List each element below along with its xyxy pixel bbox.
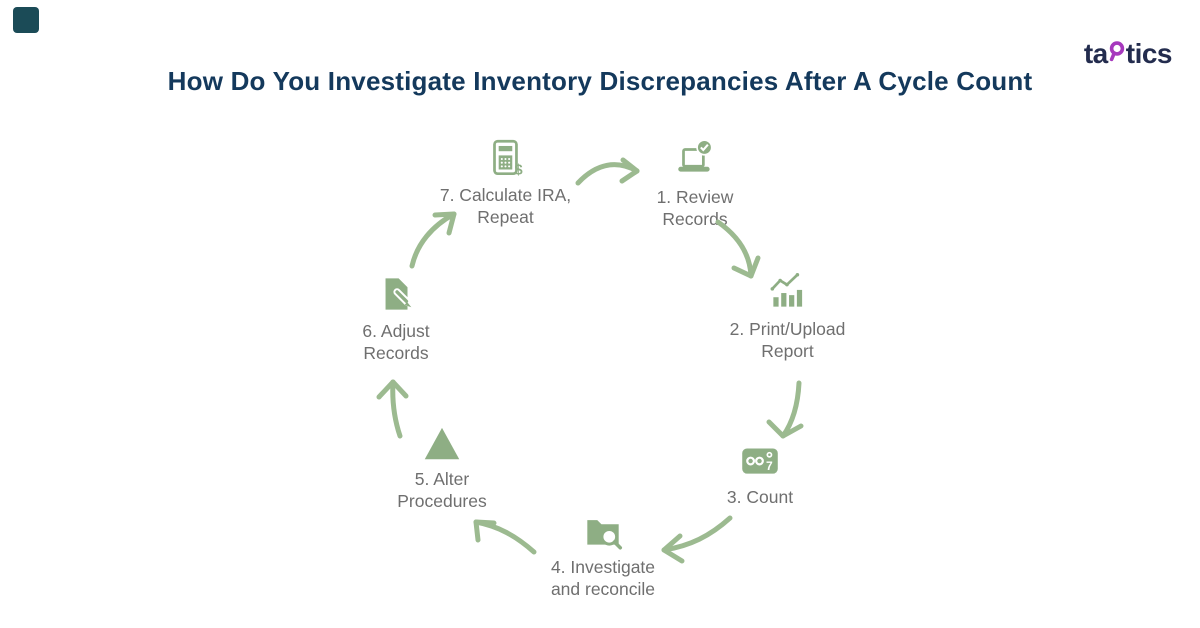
arrow-2-to-3: [766, 380, 804, 439]
logo-text-right: tics: [1125, 38, 1173, 69]
tally-counter-icon: 7: [737, 437, 783, 483]
arrow-3-to-4: [661, 515, 733, 564]
step-1-review-records: 1. Review Records: [620, 137, 770, 230]
dollar-sign: $: [514, 163, 522, 179]
arrow-7-to-1: [575, 157, 640, 186]
step-label: 1. Review Records: [656, 187, 734, 229]
step-label: 4. Investigate and reconcile: [550, 557, 656, 599]
magnifier-q-icon: [1109, 38, 1125, 70]
folder-search-icon: [580, 507, 626, 553]
document-edit-icon: [373, 271, 419, 317]
delta-triangle-icon: [419, 419, 465, 465]
arrow-4-to-5: [473, 519, 537, 555]
step-7-calculate-ira-repeat: $ 7. Calculate IRA, Repeat: [418, 135, 593, 228]
page-title: How Do You Investigate Inventory Discrep…: [167, 66, 1033, 96]
step-2-print-upload-report: 2. Print/Upload Report: [705, 269, 870, 362]
step-4-investigate-reconcile: 4. Investigate and reconcile: [518, 507, 688, 600]
step-label: 2. Print/Upload Report: [729, 319, 846, 361]
step-5-alter-procedures: 5. Alter Procedures: [367, 419, 517, 512]
step-3-count: 7 3. Count: [685, 437, 835, 508]
taqtics-logo: ta tics: [1083, 38, 1173, 70]
corner-mark: [13, 7, 39, 33]
chart-report-icon: [765, 269, 811, 315]
arrow-5-to-6: [376, 379, 409, 439]
counter-digit: 7: [766, 459, 773, 473]
arrow-6-to-7: [409, 211, 457, 269]
step-label: 6. Adjust Records: [362, 321, 430, 363]
step-6-adjust-records: 6. Adjust Records: [321, 271, 471, 364]
step-label: 5. Alter Procedures: [397, 469, 487, 511]
calculator-icon: $: [483, 135, 529, 181]
step-label: 7. Calculate IRA, Repeat: [439, 185, 572, 227]
step-label: 3. Count: [726, 487, 794, 507]
logo-text-left: ta: [1083, 38, 1108, 69]
laptop-check-icon: [672, 137, 718, 183]
arrow-1-to-2: [715, 219, 761, 279]
